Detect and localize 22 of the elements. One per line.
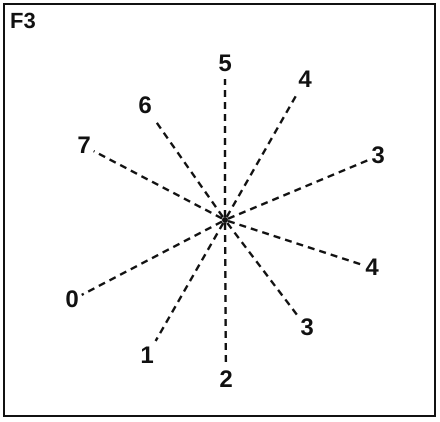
dashed-line bbox=[154, 119, 224, 218]
dashed-line bbox=[93, 150, 223, 220]
number-label: 2 bbox=[219, 368, 233, 392]
dashed-line bbox=[226, 94, 298, 218]
figure-label: F3 bbox=[10, 10, 36, 32]
number-label: 5 bbox=[218, 52, 232, 76]
number-label: 4 bbox=[298, 68, 312, 92]
dashed-line bbox=[224, 79, 226, 217]
number-label: 7 bbox=[77, 134, 91, 158]
number-label: 3 bbox=[300, 316, 314, 340]
dashed-line bbox=[226, 222, 298, 316]
number-label: 1 bbox=[140, 344, 154, 368]
dashed-line bbox=[81, 220, 223, 296]
dashed-line bbox=[228, 158, 369, 220]
number-label: 4 bbox=[365, 256, 379, 280]
number-label: 6 bbox=[138, 94, 152, 118]
dashed-line bbox=[224, 223, 228, 365]
center-point bbox=[222, 217, 228, 223]
dashed-line bbox=[154, 222, 224, 342]
number-label: 3 bbox=[371, 144, 385, 168]
number-label: 0 bbox=[65, 288, 79, 312]
dashed-line bbox=[228, 220, 363, 266]
